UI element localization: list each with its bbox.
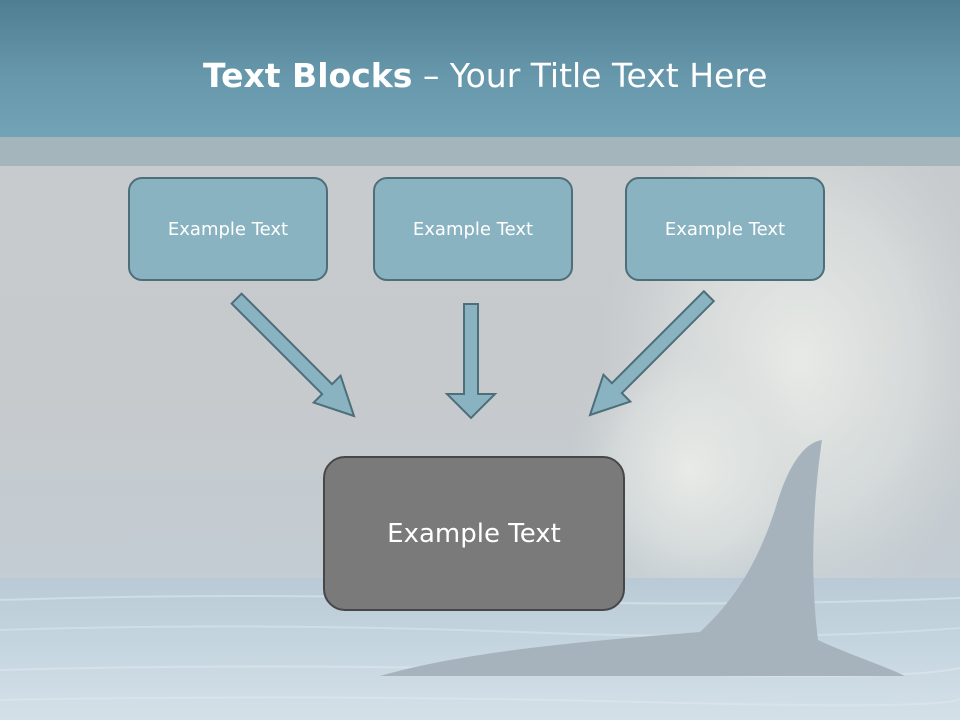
arrow-right <box>588 289 716 417</box>
text-block-right[interactable]: Example Text <box>625 177 825 281</box>
text-block-right-label: Example Text <box>664 218 786 240</box>
slide-title: Text Blocks – Your Title Text Here <box>203 54 767 98</box>
arrow-center <box>444 303 498 420</box>
text-block-center-label: Example Text <box>412 218 534 240</box>
text-block-left[interactable]: Example Text <box>128 177 328 281</box>
text-block-center[interactable]: Example Text <box>373 177 573 281</box>
arrow-left <box>230 292 356 418</box>
center-text-block[interactable]: Example Text <box>323 456 625 611</box>
slide-title-rest: – Your Title Text Here <box>412 56 768 95</box>
center-text-block-label: Example Text <box>387 518 561 549</box>
title-bar <box>0 0 960 137</box>
title-divider-strip <box>0 137 960 166</box>
slide-title-bold: Text Blocks <box>203 56 413 95</box>
text-block-left-label: Example Text <box>167 218 289 240</box>
orca-fin-shape <box>380 440 905 676</box>
